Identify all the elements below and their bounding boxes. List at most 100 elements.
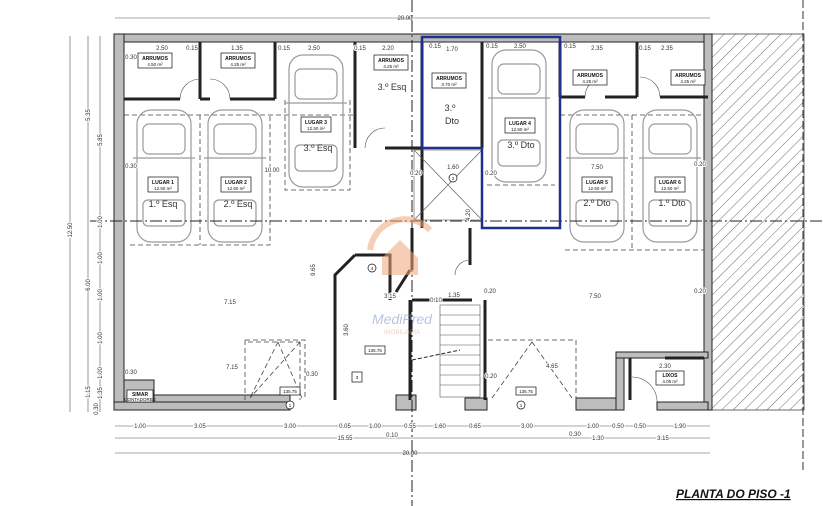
dimension-label: 5.85 bbox=[98, 134, 104, 146]
level-mark: 135.75 bbox=[519, 389, 533, 394]
dimension-label: 4.20 bbox=[466, 209, 472, 221]
parking-lugar-6: LUGAR 6 12.50 m² 1.º Dto bbox=[654, 176, 686, 208]
dimension-label: 0.30 bbox=[125, 164, 137, 170]
dimension-label: 0.10 bbox=[430, 298, 442, 304]
lixos-room: LIXOS 4.05 m² bbox=[655, 370, 685, 386]
dimension-label: 4.65 bbox=[546, 364, 558, 370]
dimension-label: 5.35 bbox=[86, 109, 92, 121]
storage-room-6: ARRUMOS 4.25 m² bbox=[670, 69, 706, 86]
marker: 2 bbox=[452, 176, 455, 181]
dimension-label: 6.00 bbox=[86, 279, 92, 291]
dimension-label: 0.55 bbox=[404, 424, 416, 430]
dimension-label: 1.15 bbox=[86, 386, 92, 398]
cars bbox=[132, 49, 702, 243]
dimension-label: 1.00 bbox=[98, 332, 104, 344]
dimension-label: 1.00 bbox=[369, 424, 381, 430]
parking-lugar-5: LUGAR 5 12.50 m² 2.º Dto bbox=[581, 176, 613, 208]
dimension-label: 1.35 bbox=[98, 387, 104, 399]
svg-text:LUGAR 1: LUGAR 1 bbox=[152, 180, 174, 186]
dimension-label: 1.00 bbox=[98, 289, 104, 301]
level-mark: 135.75 bbox=[368, 348, 382, 353]
svg-text:1.º Esq: 1.º Esq bbox=[149, 199, 178, 209]
dimension-lines bbox=[69, 17, 710, 454]
section-markers: 1 1 2 4 3 bbox=[285, 173, 526, 410]
svg-text:12.50 m²: 12.50 m² bbox=[661, 186, 679, 191]
dimension-label: 1.35 bbox=[231, 46, 243, 52]
dimension-label: 0.15 bbox=[429, 44, 441, 50]
dimension-label: 0.15 bbox=[354, 46, 366, 52]
svg-text:SIMAR: SIMAR bbox=[132, 392, 149, 398]
svg-text:3.º Dto: 3.º Dto bbox=[507, 140, 534, 150]
svg-text:4.25 m²: 4.25 m² bbox=[230, 62, 246, 67]
dimension-label: 2.35 bbox=[591, 46, 603, 52]
storage-room-1: ARRUMOS 4.50 m² bbox=[137, 52, 173, 69]
level-marks: 135.75 135.75 135.75 bbox=[279, 345, 537, 396]
dimension-label: 0.30 bbox=[125, 370, 137, 376]
dimension-label: 1.00 bbox=[134, 424, 146, 430]
parking-bays bbox=[124, 100, 704, 400]
dimension-label: 3.00 bbox=[521, 424, 533, 430]
parking-lugar-2: LUGAR 2 12.50 m² 2.º Esq bbox=[220, 176, 252, 209]
dimension-label: 3.05 bbox=[194, 424, 206, 430]
dimension-label: 0.20 bbox=[694, 162, 706, 168]
dimension-label: 1.60 bbox=[447, 165, 459, 171]
dimension-label: 1.60 bbox=[434, 424, 446, 430]
dimension-label: 0.30 bbox=[306, 372, 318, 378]
dimension-label: 0.50 bbox=[634, 424, 646, 430]
storage-room-3dto: ARRUMOS 3.70 m² 3.º Dto bbox=[431, 72, 467, 126]
svg-text:CONTADORES: CONTADORES bbox=[124, 397, 155, 402]
dimension-label: 9.65 bbox=[311, 264, 317, 276]
svg-text:4.50 m²: 4.50 m² bbox=[147, 62, 163, 67]
stairs bbox=[411, 304, 481, 398]
marker: 4 bbox=[371, 266, 374, 271]
svg-text:3.70 m²: 3.70 m² bbox=[441, 82, 457, 87]
dimension-label: 0.20 bbox=[485, 171, 497, 177]
dimension-label: 0.20 bbox=[410, 171, 422, 177]
dimension-label: 2.30 bbox=[659, 364, 671, 370]
svg-text:12.50 m²: 12.50 m² bbox=[588, 186, 606, 191]
dimension-label: 0.50 bbox=[612, 424, 624, 430]
parking-lugar-3: LUGAR 3 12.50 m² 3.º Esq bbox=[300, 116, 332, 153]
outer-walls bbox=[113, 33, 713, 411]
parking-lugar-1: LUGAR 1 12.50 m² 1.º Esq bbox=[147, 176, 179, 209]
simar-meter-box: SIMAR CONTADORES bbox=[124, 389, 156, 403]
dimension-label: 1.00 bbox=[587, 424, 599, 430]
storage-room-3esq: ARRUMOS 4.25 m² 3.º Esq bbox=[373, 54, 409, 92]
dimension-label: 1.35 bbox=[448, 293, 460, 299]
dimension-label: 1.70 bbox=[446, 47, 458, 53]
svg-text:12.50 m²: 12.50 m² bbox=[227, 186, 245, 191]
dimension-label: 0.15 bbox=[486, 44, 498, 50]
dimension-label: 0.15 bbox=[186, 46, 198, 52]
dimension-label: 7.15 bbox=[226, 365, 238, 371]
dimension-label: 0.65 bbox=[469, 424, 481, 430]
svg-text:12.50 m²: 12.50 m² bbox=[307, 126, 325, 131]
dimension-label: 2.50 bbox=[514, 44, 526, 50]
svg-text:4.25 m²: 4.25 m² bbox=[680, 79, 696, 84]
dimension-label: 0.05 bbox=[339, 424, 351, 430]
dimension-label: 0.30 bbox=[125, 55, 137, 61]
svg-text:ARRUMOS: ARRUMOS bbox=[142, 56, 168, 62]
dimension-label: 1.30 bbox=[592, 436, 604, 442]
dimension-label: 1.00 bbox=[98, 252, 104, 264]
svg-text:2.º Dto: 2.º Dto bbox=[583, 198, 610, 208]
dimension-label: 3.15 bbox=[657, 436, 669, 442]
svg-text:ARRUMOS: ARRUMOS bbox=[378, 58, 404, 64]
dimension-label: 2.35 bbox=[661, 46, 673, 52]
svg-text:3.º: 3.º bbox=[445, 103, 457, 113]
dimension-label: 7.50 bbox=[591, 165, 603, 171]
dimension-label: 0.15 bbox=[564, 44, 576, 50]
watermark-logo: MediPred IMOBILIÁRIA bbox=[367, 216, 433, 336]
dimension-label: 7.50 bbox=[589, 294, 601, 300]
svg-text:LUGAR 4: LUGAR 4 bbox=[509, 121, 531, 127]
hatched-zone bbox=[711, 33, 805, 411]
svg-text:LUGAR 3: LUGAR 3 bbox=[305, 120, 327, 126]
svg-text:ARRUMOS: ARRUMOS bbox=[225, 56, 251, 62]
dimension-label: 7.15 bbox=[224, 300, 236, 306]
svg-text:3.º Esq: 3.º Esq bbox=[378, 82, 407, 92]
svg-text:4.25 m²: 4.25 m² bbox=[383, 64, 399, 69]
dimension-label: 0.15 bbox=[639, 46, 651, 52]
dimension-label: 0.30 bbox=[569, 432, 581, 438]
dimension-label: 0.20 bbox=[485, 374, 497, 380]
level-mark: 135.75 bbox=[283, 389, 297, 394]
